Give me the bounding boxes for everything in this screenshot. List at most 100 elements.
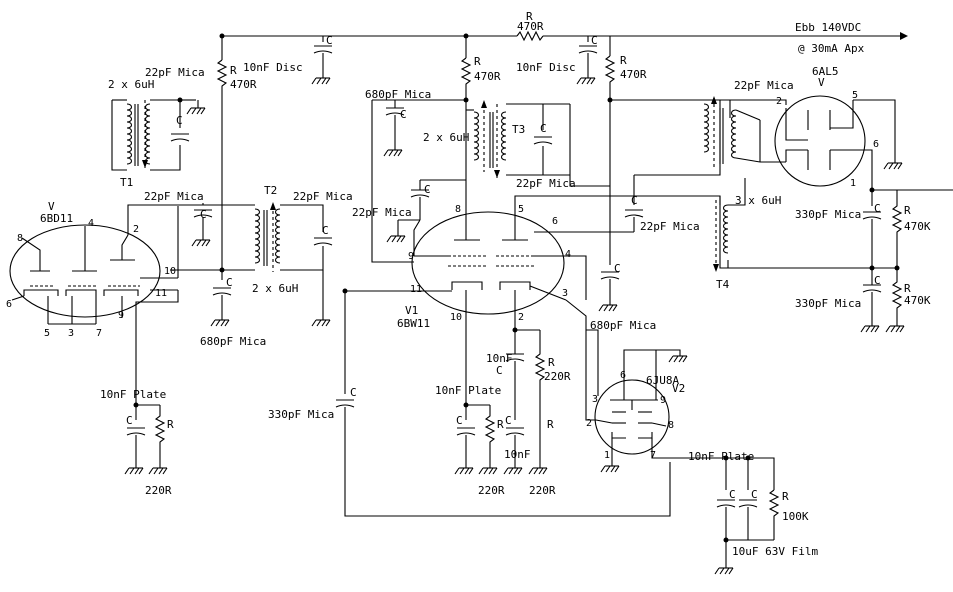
res-value: 220R bbox=[478, 484, 505, 497]
pin-2: 2 bbox=[586, 418, 592, 429]
pin-6: 6 bbox=[873, 139, 879, 150]
res-ref: R bbox=[782, 490, 789, 503]
capacitor bbox=[456, 427, 476, 436]
pin-1: 1 bbox=[850, 178, 856, 189]
cap-ref: C bbox=[200, 208, 207, 221]
transformer-t4 bbox=[703, 96, 761, 272]
cap-10nf-label-a: 10nF bbox=[486, 352, 513, 365]
res-value: 470R bbox=[230, 78, 257, 91]
capacitor bbox=[624, 209, 644, 218]
res-ref: R bbox=[620, 54, 627, 67]
capacitor bbox=[313, 237, 333, 246]
ebb-label: Ebb 140VDC bbox=[795, 21, 861, 34]
cap-ref: C bbox=[322, 224, 329, 237]
t4-cap-label: 22pF Mica bbox=[734, 79, 794, 92]
cap-330pf-label-1: 330pF Mica bbox=[268, 408, 334, 421]
wire bbox=[725, 507, 774, 541]
wire bbox=[413, 219, 421, 256]
cap-disc-label-2: 10nF Disc bbox=[516, 61, 576, 74]
tube-ref: V bbox=[818, 76, 825, 89]
cap-disc-label-1: 10nF Disc bbox=[243, 61, 303, 74]
cap-plate-label-3: 10nF Plate bbox=[688, 450, 754, 463]
cap-680pf-label-3: 680pF Mica bbox=[590, 319, 656, 332]
pin-5: 5 bbox=[518, 204, 524, 215]
resistor bbox=[534, 330, 546, 468]
pin-8: 8 bbox=[668, 420, 674, 431]
resistor bbox=[216, 59, 228, 196]
capacitor bbox=[716, 499, 736, 508]
wire bbox=[670, 457, 775, 490]
t1-cap-label: 22pF Mica bbox=[145, 66, 205, 79]
res-value: 100K bbox=[782, 510, 809, 523]
cap-ref: C bbox=[226, 276, 233, 289]
t4-ref: T4 bbox=[716, 278, 730, 291]
t1-winding: 2 x 6uH bbox=[108, 78, 154, 91]
capacitor bbox=[212, 287, 232, 296]
pin-3: 3 bbox=[592, 394, 598, 405]
t1-ref: T1 bbox=[120, 176, 133, 189]
cap-ref: C bbox=[614, 262, 621, 275]
tube-ref: V1 bbox=[405, 304, 418, 317]
cap-ref: C bbox=[874, 274, 881, 287]
capacitor bbox=[738, 499, 758, 508]
res-ref: R bbox=[167, 418, 174, 431]
transformer-t1 bbox=[111, 99, 206, 171]
resistor bbox=[891, 190, 903, 268]
pin-7: 7 bbox=[650, 450, 656, 461]
pin-5: 5 bbox=[852, 90, 858, 101]
t3-cap-label: 22pF Mica bbox=[516, 177, 576, 190]
res-ref: R bbox=[904, 282, 911, 295]
res-value: 470K bbox=[904, 220, 931, 233]
cap-330pf-label-3: 330pF Mica bbox=[795, 297, 861, 310]
cap-10uf-label: 10uF 63V Film bbox=[732, 545, 818, 558]
t2-cap-label: 22pF Mica bbox=[293, 190, 353, 203]
capacitor bbox=[578, 45, 598, 54]
tube-6bd11 bbox=[9, 224, 178, 325]
capacitor bbox=[126, 427, 146, 436]
cap-22pf-label: 22pF Mica bbox=[144, 190, 204, 203]
pin-3: 3 bbox=[68, 328, 74, 339]
t2-ref: T2 bbox=[264, 184, 277, 197]
cap-ref: C bbox=[729, 488, 736, 501]
res-ref: R bbox=[548, 356, 555, 369]
tube-6ju8a bbox=[594, 350, 670, 466]
cap-22pf-label-3: 22pF Mica bbox=[640, 220, 700, 233]
res-ref: R bbox=[547, 418, 554, 431]
t4-winding: 3 x 6uH bbox=[735, 194, 781, 207]
cap-ref: C bbox=[456, 414, 463, 427]
tube-6al5 bbox=[730, 95, 925, 191]
pin-9: 9 bbox=[118, 310, 124, 321]
junction-dots bbox=[133, 33, 900, 543]
res-ref: R bbox=[474, 55, 481, 68]
cap-ref: C bbox=[176, 114, 183, 127]
cap-ref: C bbox=[540, 122, 547, 135]
cap-ref: C bbox=[350, 386, 357, 399]
pin-10: 10 bbox=[164, 266, 176, 277]
capacitor bbox=[335, 399, 355, 408]
t3-winding: 2 x 6uH bbox=[423, 131, 469, 144]
resistor bbox=[891, 268, 903, 326]
pin-8: 8 bbox=[455, 204, 461, 215]
cap-ref: C bbox=[751, 488, 758, 501]
pin-2: 2 bbox=[133, 224, 139, 235]
resistor bbox=[768, 489, 780, 540]
cap-680pf-label-1: 680pF Mica bbox=[200, 335, 266, 348]
pin-7: 7 bbox=[96, 328, 102, 339]
res-ref: R bbox=[230, 64, 237, 77]
res-value: 220R bbox=[145, 484, 172, 497]
wire bbox=[135, 290, 179, 318]
pin-11: 11 bbox=[410, 284, 422, 295]
cap-22pf-label-2: 22pF Mica bbox=[352, 206, 412, 219]
pin-1: 1 bbox=[604, 450, 610, 461]
series-r-value: 470R bbox=[517, 20, 544, 33]
tube-6bw11 bbox=[411, 205, 575, 315]
resistor bbox=[154, 405, 166, 468]
cap-ref: C bbox=[591, 34, 598, 47]
series-r-ref: R bbox=[526, 10, 533, 23]
wire bbox=[514, 195, 634, 215]
tube-type: 6JU8A bbox=[646, 374, 679, 387]
capacitor bbox=[505, 427, 525, 436]
transformer-t3 bbox=[465, 100, 610, 205]
capacitor bbox=[313, 45, 333, 54]
